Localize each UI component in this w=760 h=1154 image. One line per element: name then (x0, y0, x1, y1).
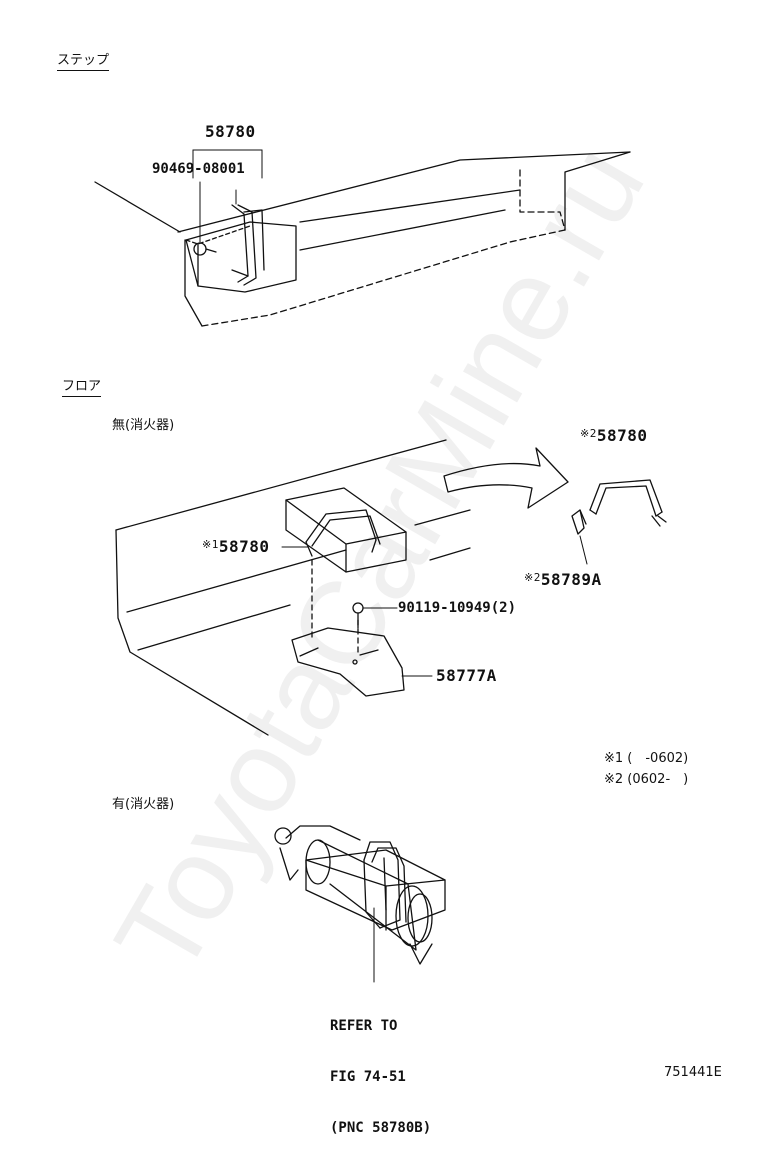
floor-box (285, 487, 407, 573)
part-number-58780-step[interactable]: 58780 (205, 122, 256, 141)
reference-note[interactable]: REFER TO FIG 74-51 (PNC 58780B) (330, 984, 431, 1154)
part-number-90119[interactable]: 90119-10949(2) (398, 600, 517, 616)
floor-outline (115, 439, 471, 736)
floor-leaders (281, 535, 588, 677)
step-leaders (192, 149, 263, 243)
step-bracket (231, 204, 265, 286)
step-bolt (193, 242, 217, 256)
extinguisher-bracket (363, 841, 407, 929)
bracket-v2 (589, 479, 667, 527)
part-number-58780-v1[interactable]: ※158780 (202, 537, 270, 556)
variant-mark-2: ※2 (580, 427, 597, 440)
part-number-58780-v2[interactable]: ※258780 (580, 426, 648, 445)
arrow-right (443, 447, 569, 509)
extinguisher-cylinder (274, 825, 433, 965)
condition-with-extinguisher: 有(消火器) (112, 797, 175, 812)
section-title-floor: フロア (62, 380, 102, 397)
section-title-step: ステップ (57, 54, 110, 71)
figure-id: 751441E (664, 1065, 722, 1080)
reference-line-1: REFER TO (330, 1018, 398, 1034)
note-variant-1: ※1 ( -0602) (604, 751, 689, 766)
clip-58789A (571, 509, 587, 535)
step-box (185, 221, 297, 293)
floor-plate (291, 559, 405, 697)
condition-without-extinguisher: 無(消火器) (112, 418, 175, 433)
note-variant-2: ※2 (0602- ) (604, 772, 689, 787)
part-number-58777A[interactable]: 58777A (436, 666, 497, 685)
extinguisher-mount (305, 849, 446, 931)
step-body-outline (94, 151, 631, 327)
floor-bracket-1 (305, 509, 381, 557)
variant-mark-2b: ※2 (524, 571, 541, 584)
floor-bolt (352, 602, 373, 629)
reference-line-3: (PNC 58780B) (330, 1120, 432, 1136)
parts-diagram (94, 149, 667, 983)
part-number-58789A[interactable]: ※258789A (524, 570, 602, 589)
part-number-90469[interactable]: 90469-08001 (152, 161, 245, 177)
reference-line-2: FIG 74-51 (330, 1069, 406, 1085)
variant-mark-1: ※1 (202, 538, 219, 551)
